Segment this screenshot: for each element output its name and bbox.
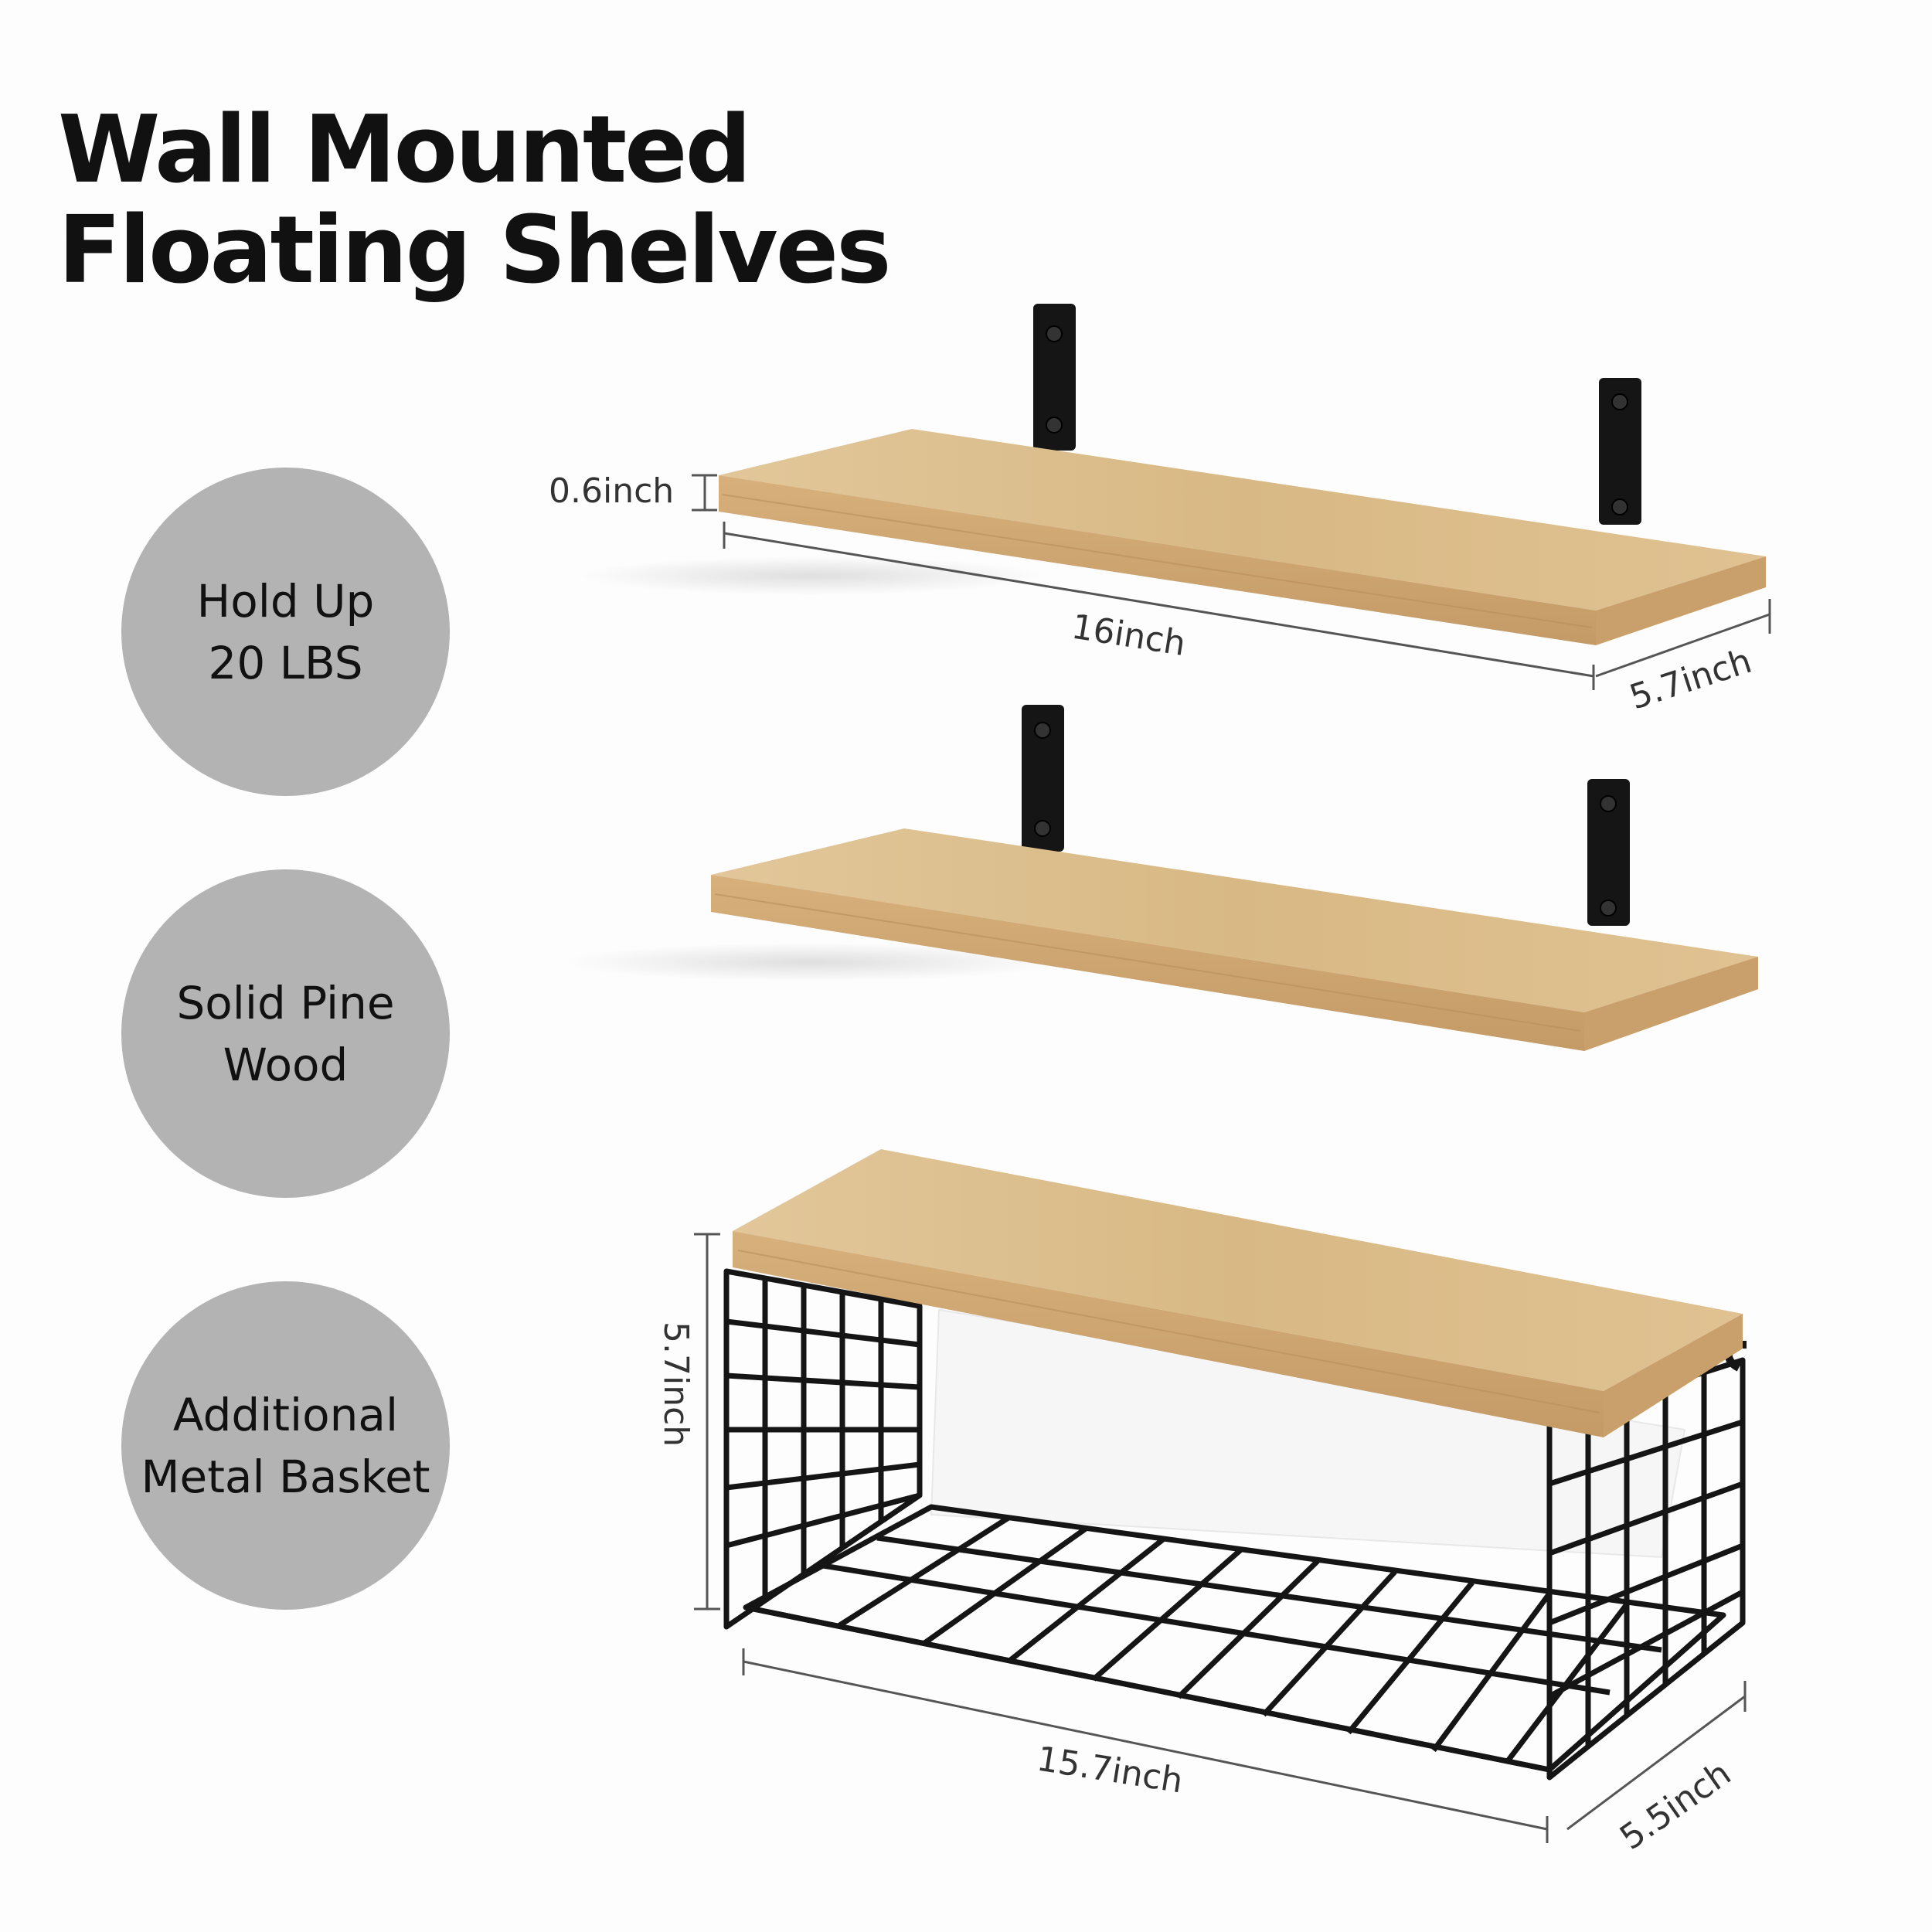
dimension-label: 5.7inch <box>656 1321 696 1447</box>
badge-line: Additional <box>172 1388 399 1441</box>
badge-weight-capacity: Hold Up 20 LBS <box>121 468 450 796</box>
shelf-top <box>580 304 1766 645</box>
bracket-icon <box>1599 378 1641 525</box>
badge-material: Solid Pine Wood <box>121 869 450 1198</box>
badge-line: Metal Basket <box>141 1450 430 1503</box>
plank-top <box>711 828 1758 1012</box>
bracket-icon <box>1587 779 1630 926</box>
shelf-shadow <box>580 556 1043 595</box>
plank-side <box>1584 957 1758 1051</box>
dimension-label: 5.7inch <box>1625 641 1757 718</box>
dimension-label: 16inch <box>1069 607 1188 664</box>
bracket-icon <box>1022 705 1064 852</box>
basket-wire-right <box>1546 1357 1746 1781</box>
plank-side <box>1596 556 1766 645</box>
bracket-icon <box>1033 304 1076 451</box>
dimension-label: 0.6inch <box>549 471 674 511</box>
dimension-label: 5.5inch <box>1613 1753 1738 1858</box>
basket-plank-front <box>733 1231 1604 1437</box>
title-line-1: Wall Mounted <box>58 97 751 204</box>
title-line-2: Floating Shelves <box>58 197 892 304</box>
basket-plank-side <box>1604 1314 1743 1437</box>
basket-shelf <box>723 1149 1747 1781</box>
badge-line: Hold Up <box>196 574 375 628</box>
badge-line: Wood <box>223 1038 349 1091</box>
dimension-basket-depth: 5.5inch <box>1566 1681 1747 1858</box>
basket-wire-bottom <box>743 1504 1726 1773</box>
basket-wire-left <box>723 1268 923 1630</box>
plank-top <box>719 429 1766 611</box>
badge-basket: Additional Metal Basket <box>121 1281 450 1610</box>
shelf-shadow <box>564 943 1059 981</box>
dimension-basket-height: 5.7inch <box>656 1233 720 1611</box>
badge-line: Solid Pine <box>176 976 395 1029</box>
shelf-middle <box>564 705 1758 1051</box>
badge-line: 20 LBS <box>208 636 363 689</box>
dimension-shelf-thickness: 0.6inch <box>549 471 717 512</box>
basket-plank-top <box>733 1149 1743 1391</box>
page-title: Wall Mounted Floating Shelves <box>58 97 892 304</box>
